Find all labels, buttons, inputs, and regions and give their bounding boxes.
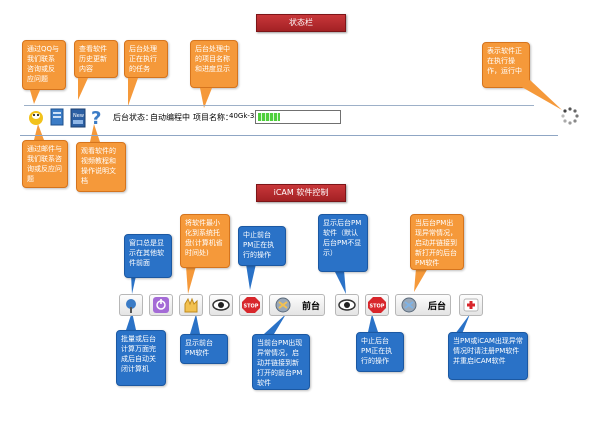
minimize-tray-button[interactable] [179, 294, 203, 316]
callout-restart-back: 当后台PM出现异常情况，启动并链接到新打开的后台PM软件 [410, 214, 464, 270]
callout-topmost: 窗口总是显示在其他软件前面 [124, 234, 172, 278]
eye-icon [210, 295, 232, 315]
back-restart-label: 后台 [427, 302, 446, 312]
svg-text:?: ? [91, 108, 101, 128]
eye-icon [336, 295, 358, 315]
callout-project: 后台处理中的项目名称和进度显示 [190, 40, 238, 88]
stop-back-button[interactable]: STOP [365, 294, 389, 316]
callout-qq: 通过QQ与我们联系咨询或反应问题 [22, 40, 66, 90]
first-aid-icon [460, 295, 482, 315]
callout-stop-front: 中止前台PM正在执行的操作 [238, 226, 286, 266]
status-state-label: 后台状态： [113, 113, 153, 122]
mail-icon[interactable] [50, 107, 66, 127]
help-icon[interactable]: ? [90, 106, 102, 129]
callout-show-front: 显示前台PM软件 [180, 334, 228, 364]
status-state-value: 自动编程中 [150, 113, 190, 122]
news-icon[interactable]: New [70, 108, 86, 128]
show-front-button[interactable] [209, 294, 233, 316]
svg-text:STOP: STOP [244, 304, 259, 310]
statusbar-banner: 状态栏 [256, 14, 346, 32]
progress-fill [258, 113, 280, 121]
back-restart-icon [399, 296, 419, 314]
project-label: 项目名称： [193, 113, 233, 122]
busy-spinner-icon [560, 106, 580, 126]
statusbar-bottom-line [20, 135, 558, 136]
callout-restart-front: 当前台PM出现异常情况，启动并链接到新打开的前台PM软件 [252, 334, 310, 390]
statusbar-top-line [24, 105, 534, 106]
project-value: 40Gk-32 [229, 112, 259, 120]
icam-banner: iCAM 软件控制 [256, 184, 346, 202]
callout-stop-back: 中止后台PM正在执行的操作 [356, 332, 404, 372]
callout-minimize: 将软件最小化到系统托盘(计算机省时间处) [180, 214, 230, 268]
tray-icon [180, 295, 202, 315]
svg-text:STOP: STOP [370, 304, 385, 310]
front-restart-icon [273, 296, 293, 314]
callout-history: 查看软件历史更新内容 [74, 40, 118, 78]
restart-back-button[interactable]: 后台 [395, 294, 451, 316]
callout-shutdown: 批量或后台计算万面完成后自动关闭计算机 [116, 330, 166, 386]
front-restart-label: 前台 [301, 302, 320, 312]
restart-front-button[interactable]: 前台 [269, 294, 325, 316]
power-icon [150, 295, 172, 315]
callout-background-task: 后台处理正在执行的任务 [124, 40, 168, 78]
stop-icon [366, 295, 388, 315]
callout-mail: 通过邮件与我们联系咨询或反应问题 [22, 140, 68, 188]
shutdown-button[interactable] [149, 294, 173, 316]
callout-show-back: 显示后台PM软件（默认后台PM不显示） [318, 214, 368, 272]
show-back-button[interactable] [335, 294, 359, 316]
qq-icon[interactable] [28, 108, 44, 126]
stop-front-button[interactable]: STOP [239, 294, 263, 316]
callout-restart-icam: 当PM或iCAM出现异常情况时请注册PM软件并重启iCAM软件 [448, 332, 528, 380]
topmost-button[interactable] [119, 294, 143, 316]
pin-icon [120, 295, 142, 315]
callout-running: 表示软件正在执行操作，运行中 [482, 42, 530, 88]
restart-icam-button[interactable] [459, 294, 483, 316]
svg-text:New: New [73, 113, 84, 119]
progress-bar [255, 110, 341, 124]
callout-video: 观看软件的视频教程和操作说明文档 [76, 142, 126, 192]
stop-icon [240, 295, 262, 315]
